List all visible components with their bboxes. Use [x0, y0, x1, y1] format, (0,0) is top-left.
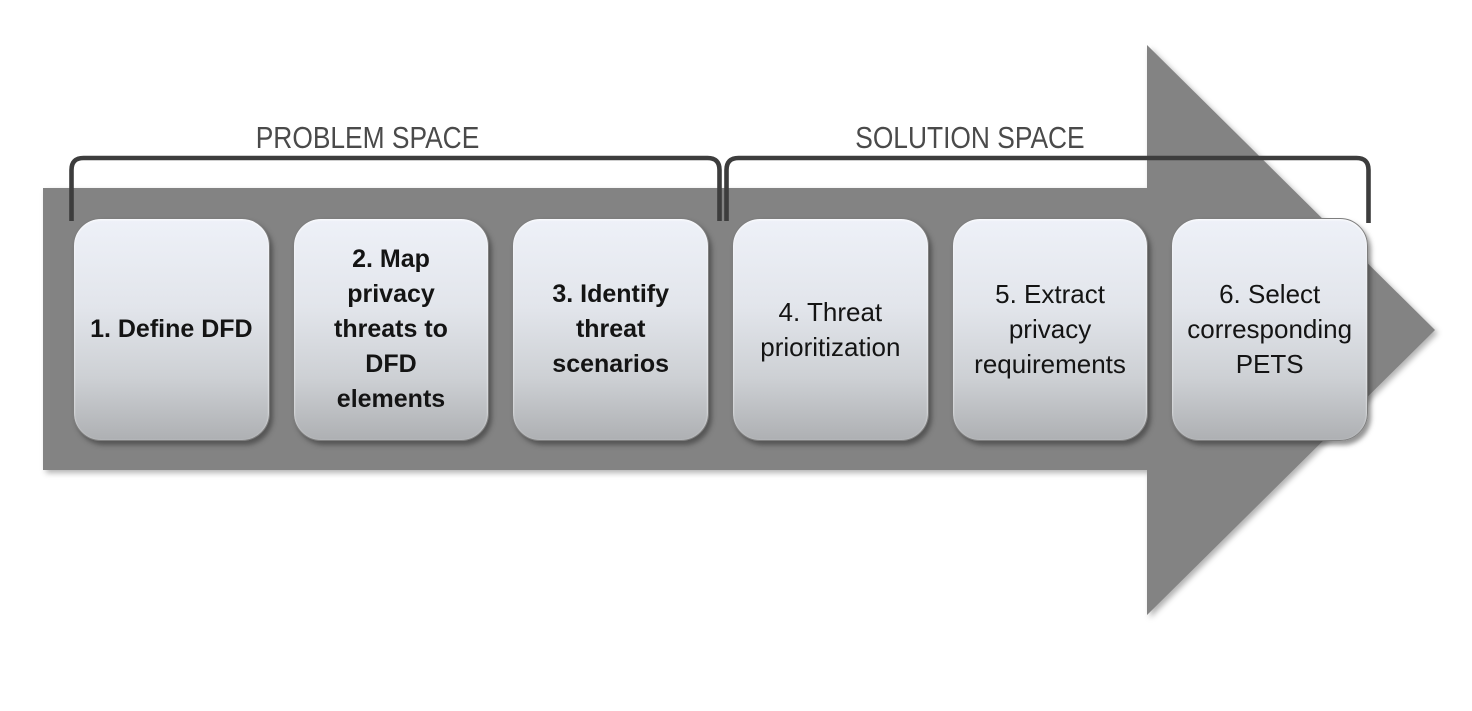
problem-space-bracket [69, 155, 722, 221]
steps-row: 1. Define DFD 2. Map privacy threats to … [73, 218, 1369, 441]
step-6-label: 6. Select corresponding PETS [1187, 279, 1353, 379]
step-box-6: 6. Select corresponding PETS [1171, 218, 1369, 441]
step-box-1: 1. Define DFD [73, 218, 270, 441]
step-box-3: 3. Identify threat scenarios [512, 218, 710, 441]
step-box-4: 4. Threat prioritization [732, 218, 929, 441]
step-box-5: 5. Extract privacy requirements [951, 218, 1149, 441]
problem-space-label-text: PROBLEM SPACE [256, 120, 480, 155]
step-2-label: 2. Map privacy threats to DFD elements [334, 245, 448, 413]
step-1-label: 1. Define DFD [90, 315, 253, 343]
problem-space-label: PROBLEM SPACE [198, 121, 538, 155]
solution-space-bracket [724, 155, 1371, 223]
solution-space-label: SOLUTION SPACE [800, 121, 1140, 155]
step-4-label: 4. Threat prioritization [760, 296, 901, 362]
step-5-label: 5. Extract privacy requirements [974, 279, 1126, 379]
step-box-2: 2. Map privacy threats to DFD elements [292, 218, 490, 441]
solution-space-label-text: SOLUTION SPACE [855, 120, 1085, 155]
step-3-label: 3. Identify threat scenarios [552, 280, 670, 378]
